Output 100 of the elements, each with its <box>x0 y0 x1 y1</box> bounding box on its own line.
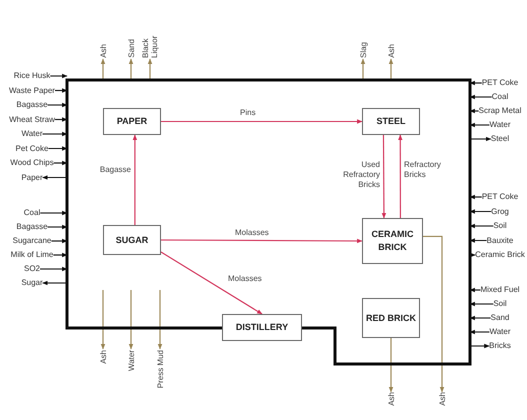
arrow <box>470 136 492 142</box>
flow-label: Ash <box>438 392 446 406</box>
arrow <box>54 117 68 122</box>
process-box <box>103 225 161 255</box>
flow-label: Rice Husk <box>14 71 50 81</box>
flow-label: Water <box>21 129 43 139</box>
flow-label: Grog <box>491 206 509 216</box>
arrow <box>50 74 68 78</box>
arrow <box>469 316 491 320</box>
flow-label: Sugar <box>21 278 43 288</box>
flow-label: Ash <box>386 44 396 58</box>
flow-label: Bagasse <box>16 100 48 110</box>
edge-label: Refractory Bricks <box>404 160 442 180</box>
arrow <box>469 194 482 200</box>
flow-label: SO2 <box>24 264 40 274</box>
arrow <box>360 58 366 80</box>
edge-label: Used Refractory Bricks <box>342 160 380 190</box>
edge-label: Bagasse <box>98 165 131 175</box>
flow-label: Paper <box>21 172 43 182</box>
process-box <box>362 298 420 338</box>
process-box <box>362 108 420 135</box>
edge-label: Pins <box>240 108 257 118</box>
box-label: PAPER <box>116 115 148 128</box>
flow-label: PET Coke <box>482 192 518 202</box>
flow-label: PET Coke <box>482 78 518 88</box>
flow-label: Soil <box>493 221 507 231</box>
flow-label: Scrap Metal <box>478 106 522 116</box>
arrow <box>469 108 479 114</box>
flow-label: Waste Paper <box>9 86 55 96</box>
flow-label: Sand <box>490 313 510 323</box>
flow-label: Steel <box>490 134 510 144</box>
arrow <box>161 119 363 124</box>
process-box <box>103 108 161 135</box>
arrow <box>388 338 394 393</box>
arrow <box>148 58 152 80</box>
arrow <box>382 135 386 219</box>
arrow <box>423 236 444 393</box>
arrow <box>42 280 67 286</box>
flow-label: Ash <box>98 350 108 364</box>
edge-label: Molasses <box>228 274 263 284</box>
flow-label: Sand <box>126 39 136 58</box>
arrow <box>40 266 68 272</box>
flow-label: Ceramic Brick <box>475 250 525 260</box>
arrow <box>54 88 68 93</box>
arrow <box>470 252 476 258</box>
arrow <box>469 302 494 306</box>
flow-label: Black Liquor <box>141 28 159 58</box>
flow-label: Slag <box>358 42 368 58</box>
arrow <box>469 330 490 334</box>
arrow <box>100 290 106 350</box>
arrow <box>128 290 134 350</box>
flow-label: Mixed Fuel <box>480 285 520 295</box>
flow-label: Soil <box>493 299 507 309</box>
arrow <box>469 238 487 243</box>
flow-label: Milk of Lime <box>10 250 54 260</box>
flow-label: Wood Chips <box>10 158 54 168</box>
arrow <box>470 344 490 348</box>
arrow <box>128 58 134 80</box>
flow-label: Coal <box>24 208 40 218</box>
arrow <box>53 252 68 258</box>
arrow <box>469 94 492 100</box>
arrow <box>469 224 494 228</box>
flow-label: Ash <box>98 44 108 58</box>
edge-label: Molasses <box>235 228 270 238</box>
arrow <box>48 146 68 151</box>
box-label: DISTILLERY <box>234 321 290 334</box>
flow-label: Press Mud <box>156 350 164 388</box>
arrow <box>398 134 402 218</box>
arrow <box>48 224 68 230</box>
arrow <box>388 58 394 80</box>
flow-label: Water <box>126 350 136 372</box>
arrow <box>132 134 138 225</box>
arrow <box>160 252 262 314</box>
arrow <box>42 132 68 136</box>
box-label: CERAMIC BRICK <box>370 228 414 254</box>
arrow <box>469 80 482 86</box>
flow-label: Water <box>489 327 511 337</box>
flow-label: Ash <box>386 392 396 406</box>
arrow <box>54 160 68 166</box>
box-label: STEEL <box>375 115 406 128</box>
flow-label: Bagasse <box>16 222 48 232</box>
flow-label: Bricks <box>489 341 511 351</box>
flow-label: Wheat Straw <box>9 114 55 124</box>
flow-label: Water <box>489 120 511 130</box>
flow-label: Coal <box>492 92 508 102</box>
arrow <box>469 209 492 214</box>
arrow <box>100 58 106 80</box>
arrow <box>51 238 68 244</box>
arrow <box>469 122 490 128</box>
flow-label: Bauxite <box>486 236 514 246</box>
process-box <box>362 218 423 264</box>
arrow <box>40 210 68 216</box>
arrow <box>161 238 363 244</box>
arrow <box>469 288 480 292</box>
flow-label: Sugarcane <box>12 236 52 246</box>
flow-label: Pet Coke <box>16 144 48 154</box>
arrow <box>42 175 67 180</box>
arrow <box>48 102 68 108</box>
box-label: SUGAR <box>114 234 150 246</box>
box-label: RED BRICK <box>365 312 418 324</box>
